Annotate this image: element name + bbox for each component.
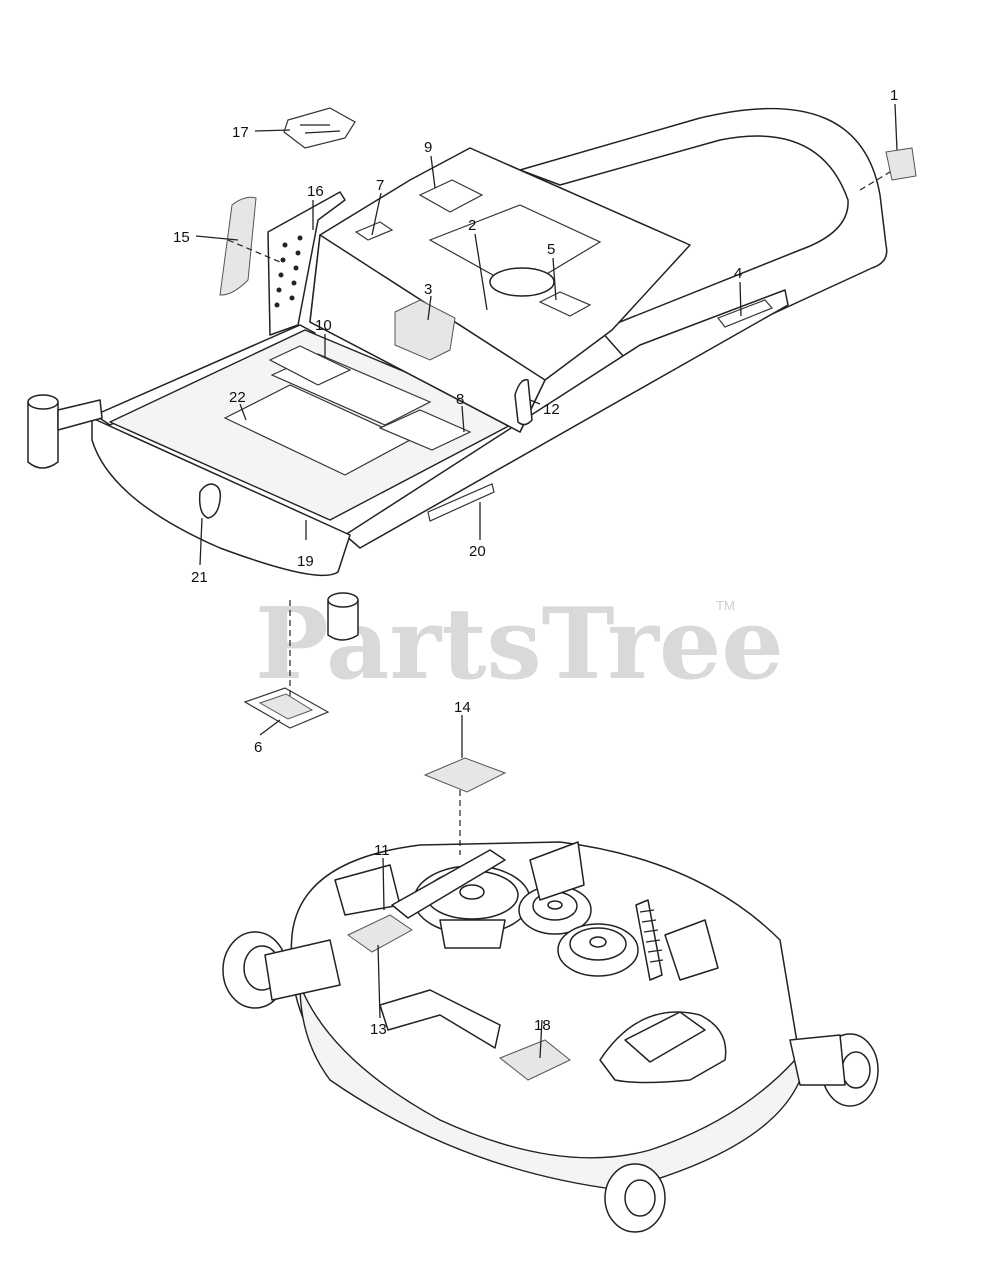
pulley-right — [557, 923, 639, 977]
deck-wheel-right — [789, 1033, 879, 1107]
callout-17: 17 — [232, 124, 249, 141]
discharge-cap — [624, 1011, 706, 1063]
watermark-trademark: TM — [716, 598, 735, 613]
deck-bracket-right — [664, 919, 719, 981]
frame-right-rail — [344, 289, 789, 549]
callout-11: 11 — [374, 842, 390, 859]
callout-2: 2 — [468, 217, 476, 234]
seat-cutout — [428, 204, 602, 291]
panel-decal-9 — [418, 179, 484, 213]
callout-10: 10 — [315, 317, 332, 334]
callout-14: 14 — [454, 699, 471, 716]
leader-lines — [195, 103, 898, 1059]
callout-12: 12 — [543, 401, 560, 418]
bracket-16 — [267, 191, 346, 336]
left-caster-tube — [27, 394, 103, 469]
decal-6-face — [258, 693, 314, 720]
panel-decal-5 — [538, 291, 592, 317]
right-caster-tube — [327, 592, 359, 641]
callout-13: 13 — [370, 1021, 387, 1038]
rail-decal-4 — [717, 299, 774, 328]
callout-6: 6 — [254, 739, 262, 756]
frame-assembly — [27, 107, 917, 729]
mower-deck — [222, 757, 879, 1233]
callout-22: 22 — [229, 389, 246, 406]
callout-9: 9 — [424, 139, 432, 156]
callout-4: 4 — [734, 265, 742, 282]
side-decal-15 — [219, 196, 257, 296]
callout-labels: 1 2 3 4 5 6 7 8 9 10 11 12 13 14 15 16 1… — [173, 87, 898, 1038]
decal-1 — [885, 147, 917, 181]
callout-8: 8 — [456, 391, 464, 408]
hook-12 — [514, 379, 533, 426]
frame-left-rail — [94, 324, 316, 426]
deck-strap — [379, 989, 501, 1049]
callout-20: 20 — [469, 543, 486, 560]
deck-wheel-front — [604, 1163, 666, 1233]
floor-decal-small — [378, 409, 472, 451]
callout-19: 19 — [297, 553, 314, 570]
callout-16: 16 — [307, 183, 324, 200]
callout-21: 21 — [191, 569, 208, 586]
seat-hole — [489, 267, 555, 297]
assembly-lines — [227, 171, 891, 855]
callout-18: 18 — [534, 1017, 551, 1034]
floor-decal-10 — [268, 345, 352, 386]
idler-spring — [635, 899, 663, 981]
deck-rail-arm — [391, 849, 506, 919]
decal-17 — [283, 107, 356, 149]
decal-14 — [423, 757, 507, 793]
side-decal-20 — [427, 483, 495, 522]
shroud-emblem — [198, 483, 222, 519]
callout-15: 15 — [173, 229, 190, 246]
deck-decal-18 — [499, 1039, 571, 1081]
callout-5: 5 — [547, 241, 555, 258]
panel-decal-7 — [354, 221, 394, 241]
deck-tower — [529, 841, 585, 901]
callout-1: 1 — [890, 87, 898, 104]
deck-wheel-left — [222, 931, 341, 1009]
callout-3: 3 — [424, 281, 432, 298]
pulley-mid — [518, 885, 592, 935]
deck-decal-13 — [347, 914, 413, 953]
panel-decal-3 — [394, 299, 456, 361]
callout-7: 7 — [376, 177, 384, 194]
bracket-holes — [274, 235, 303, 308]
